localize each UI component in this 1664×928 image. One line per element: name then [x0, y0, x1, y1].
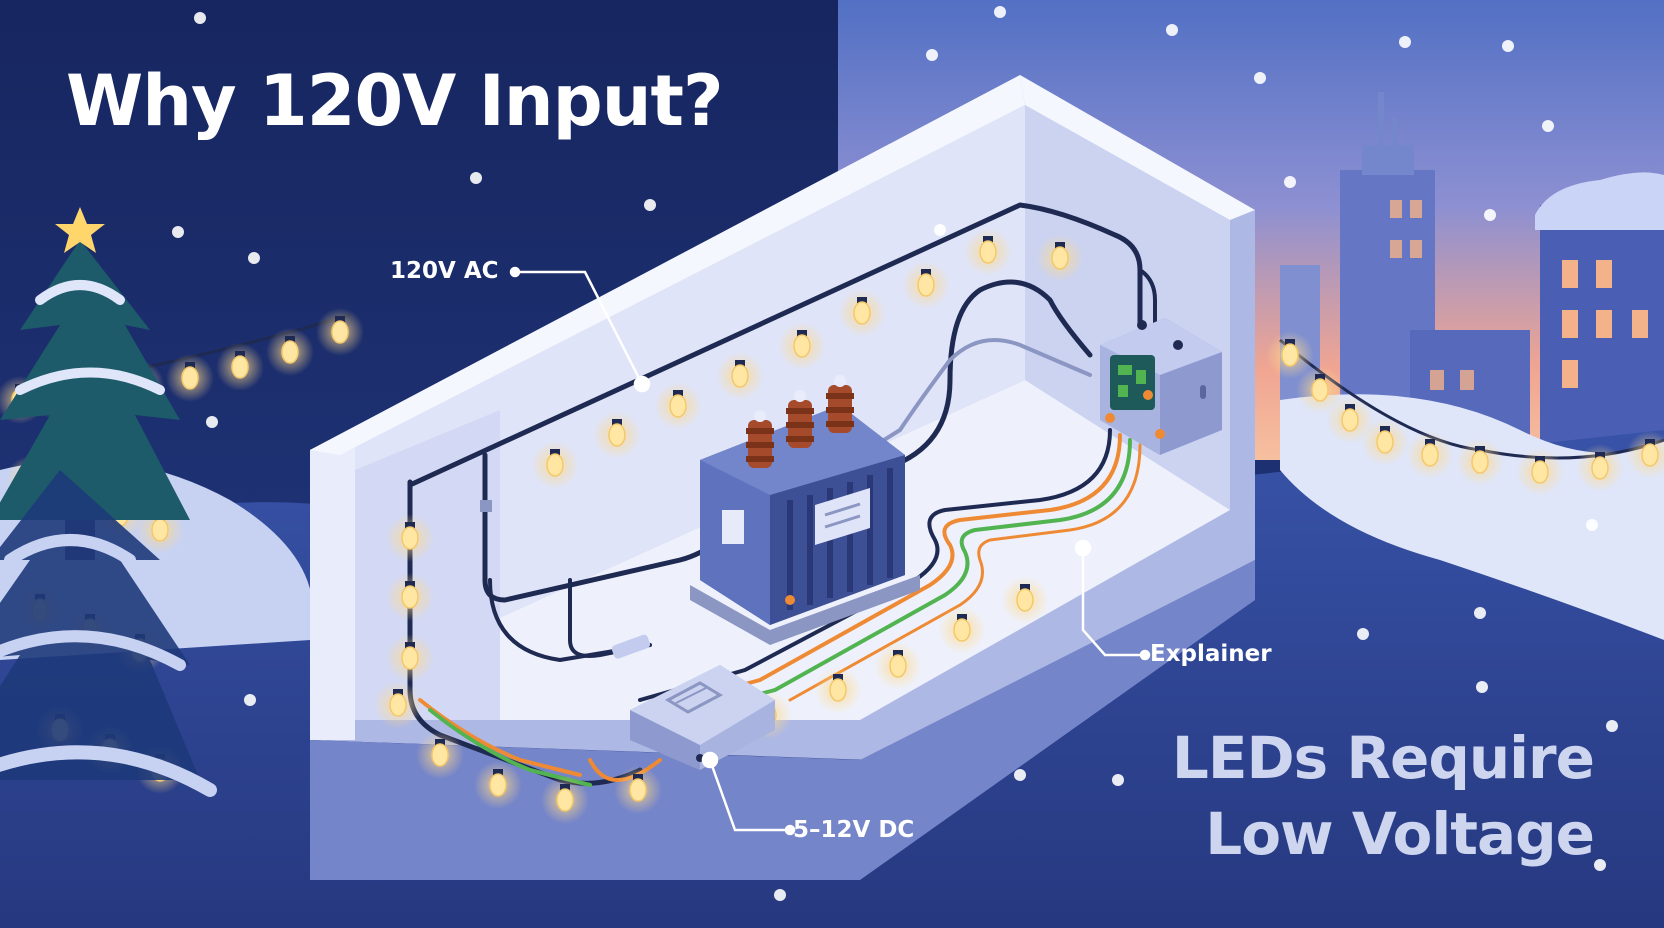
string-light-bulb-icon	[1626, 431, 1664, 479]
subheading-line-1: LEDs Require	[1171, 724, 1595, 792]
string-light-bulb-icon	[874, 642, 922, 690]
wiring	[407, 202, 1157, 787]
string-light-bulb-icon	[386, 514, 434, 562]
callout-5-12v-dc: 5–12V DC	[793, 817, 915, 843]
string-light-bulb-icon	[1406, 431, 1454, 479]
wire-connector	[480, 500, 651, 659]
string-light-bulb-icon	[386, 573, 434, 621]
string-light-bulb-icon	[838, 289, 886, 337]
control-box-icon	[1100, 318, 1222, 455]
light-string-bulbs	[374, 228, 1084, 824]
string-light-bulb-icon	[964, 228, 1012, 276]
string-light-bulb-icon	[266, 328, 314, 376]
transformer-bushings	[746, 375, 854, 468]
string-light-bulb-icon	[1036, 234, 1084, 282]
string-light-bulb-icon	[166, 354, 214, 402]
string-light-bulb-icon	[541, 776, 589, 824]
string-light-bulb-icon	[778, 322, 826, 370]
string-light-bulb-icon	[386, 634, 434, 682]
string-light-bulb-icon	[1456, 438, 1504, 486]
string-light-bulb-icon	[938, 606, 986, 654]
callout-120v-ac: 120V AC	[390, 258, 499, 284]
string-light-bulb-icon	[1266, 331, 1314, 379]
subheading-line-2: Low Voltage	[1205, 800, 1595, 868]
string-light-bulb-icon	[814, 666, 862, 714]
string-light-bulb-icon	[316, 308, 364, 356]
snowflake-icon	[172, 6, 1618, 901]
string-light-bulb-icon	[614, 766, 662, 814]
string-light-bulb-icon	[216, 343, 264, 391]
string-light-bulb-icon	[416, 731, 464, 779]
string-light-bulb-icon	[902, 261, 950, 309]
page-title: Why 120V Input?	[66, 60, 724, 142]
star-icon	[55, 207, 105, 253]
string-light-bulb-icon	[593, 411, 641, 459]
string-light-bulb-icon	[1576, 444, 1624, 492]
string-light-bulb-icon	[716, 352, 764, 400]
string-light-bulb-icon	[1361, 418, 1409, 466]
string-light-bulb-icon	[1516, 448, 1564, 496]
foreground-tree-icon	[0, 470, 217, 797]
driver-module-icon	[630, 665, 775, 770]
string-light-bulb-icon	[1326, 396, 1374, 444]
string-light-bulb-icon	[531, 441, 579, 489]
string-light-bulb-icon	[474, 761, 522, 809]
callout-explainer: Explainer	[1150, 641, 1272, 667]
string-light-bulb-icon	[1296, 366, 1344, 414]
callout-leaders	[509, 266, 1151, 836]
string-light-bulb-icon	[1001, 576, 1049, 624]
string-light-bulb-icon	[654, 382, 702, 430]
string-light-bulb-icon	[374, 681, 422, 729]
